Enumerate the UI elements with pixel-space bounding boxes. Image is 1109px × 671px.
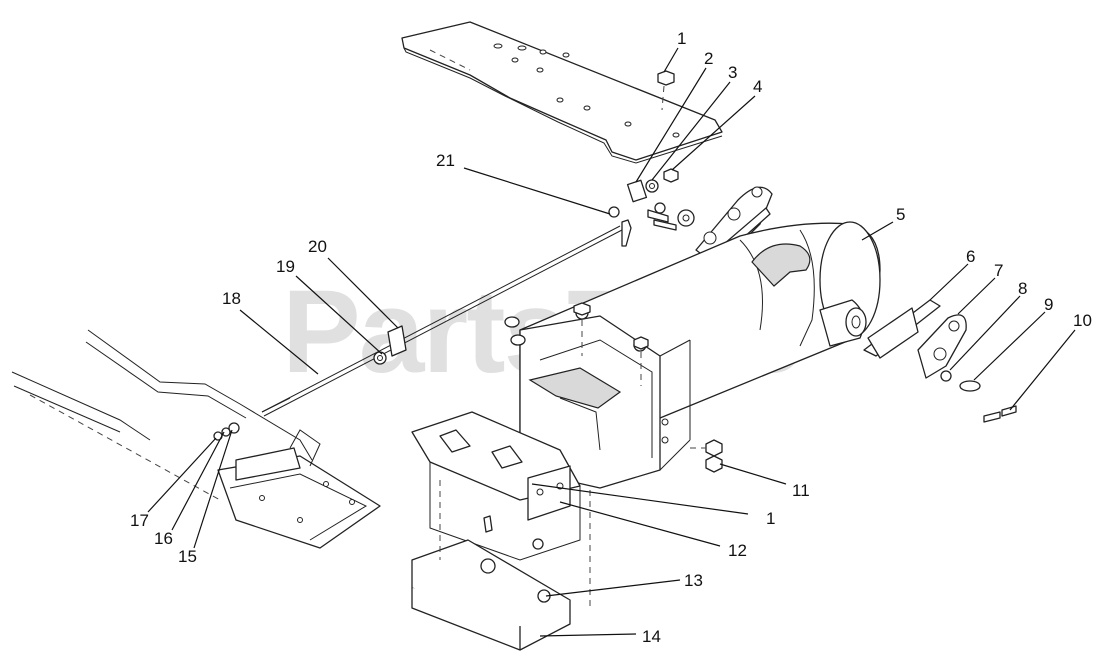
callout-7: 7 — [994, 261, 1003, 280]
callout-13: 13 — [684, 571, 703, 590]
callout-4: 4 — [753, 77, 762, 96]
control-rod-18 — [261, 225, 623, 417]
callout-15: 15 — [178, 547, 197, 566]
top-hardware — [608, 70, 695, 247]
callout-1-top: 1 — [677, 29, 686, 48]
pedal-bracket — [411, 411, 581, 561]
callout-21: 21 — [436, 151, 455, 170]
callout-17: 17 — [130, 511, 149, 530]
main-housing — [519, 221, 881, 489]
callout-2: 2 — [704, 49, 713, 68]
callout-18: 18 — [222, 289, 241, 308]
callout-8: 8 — [1018, 279, 1027, 298]
callout-6: 6 — [966, 247, 975, 266]
right-nuts-11 — [690, 439, 723, 473]
callout-20: 20 — [308, 237, 327, 256]
callout-12: 12 — [728, 541, 747, 560]
callout-14: 14 — [642, 627, 661, 646]
callout-19: 19 — [276, 257, 295, 276]
center-washers — [504, 316, 526, 346]
leader-lines — [147, 47, 1076, 637]
callout-16: 16 — [154, 529, 173, 548]
right-linkage — [863, 299, 1017, 423]
callout-5: 5 — [896, 205, 905, 224]
bottom-tray — [411, 480, 591, 651]
callout-9: 9 — [1044, 295, 1053, 314]
callout-1-bottom: 1 — [766, 509, 775, 528]
top-floor-plate — [401, 21, 723, 164]
left-chassis — [11, 329, 381, 549]
callout-labels: 1 2 3 4 5 6 7 8 9 10 11 1 12 13 14 15 16… — [130, 29, 1092, 646]
callout-10: 10 — [1073, 311, 1092, 330]
callout-3: 3 — [728, 63, 737, 82]
callout-11: 11 — [792, 481, 810, 500]
